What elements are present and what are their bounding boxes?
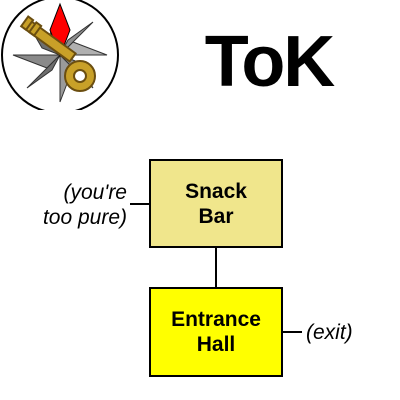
note-entrance-hall-east: (exit) [306, 321, 353, 344]
page-title: ToK [204, 22, 336, 102]
note-snack-bar-west: (you're too pure) [42, 181, 127, 229]
compass-key-logo-icon [1, 0, 119, 110]
room-entrance-hall: Entrance Hall [149, 287, 283, 377]
room-snack-bar: Snack Bar [149, 159, 283, 248]
